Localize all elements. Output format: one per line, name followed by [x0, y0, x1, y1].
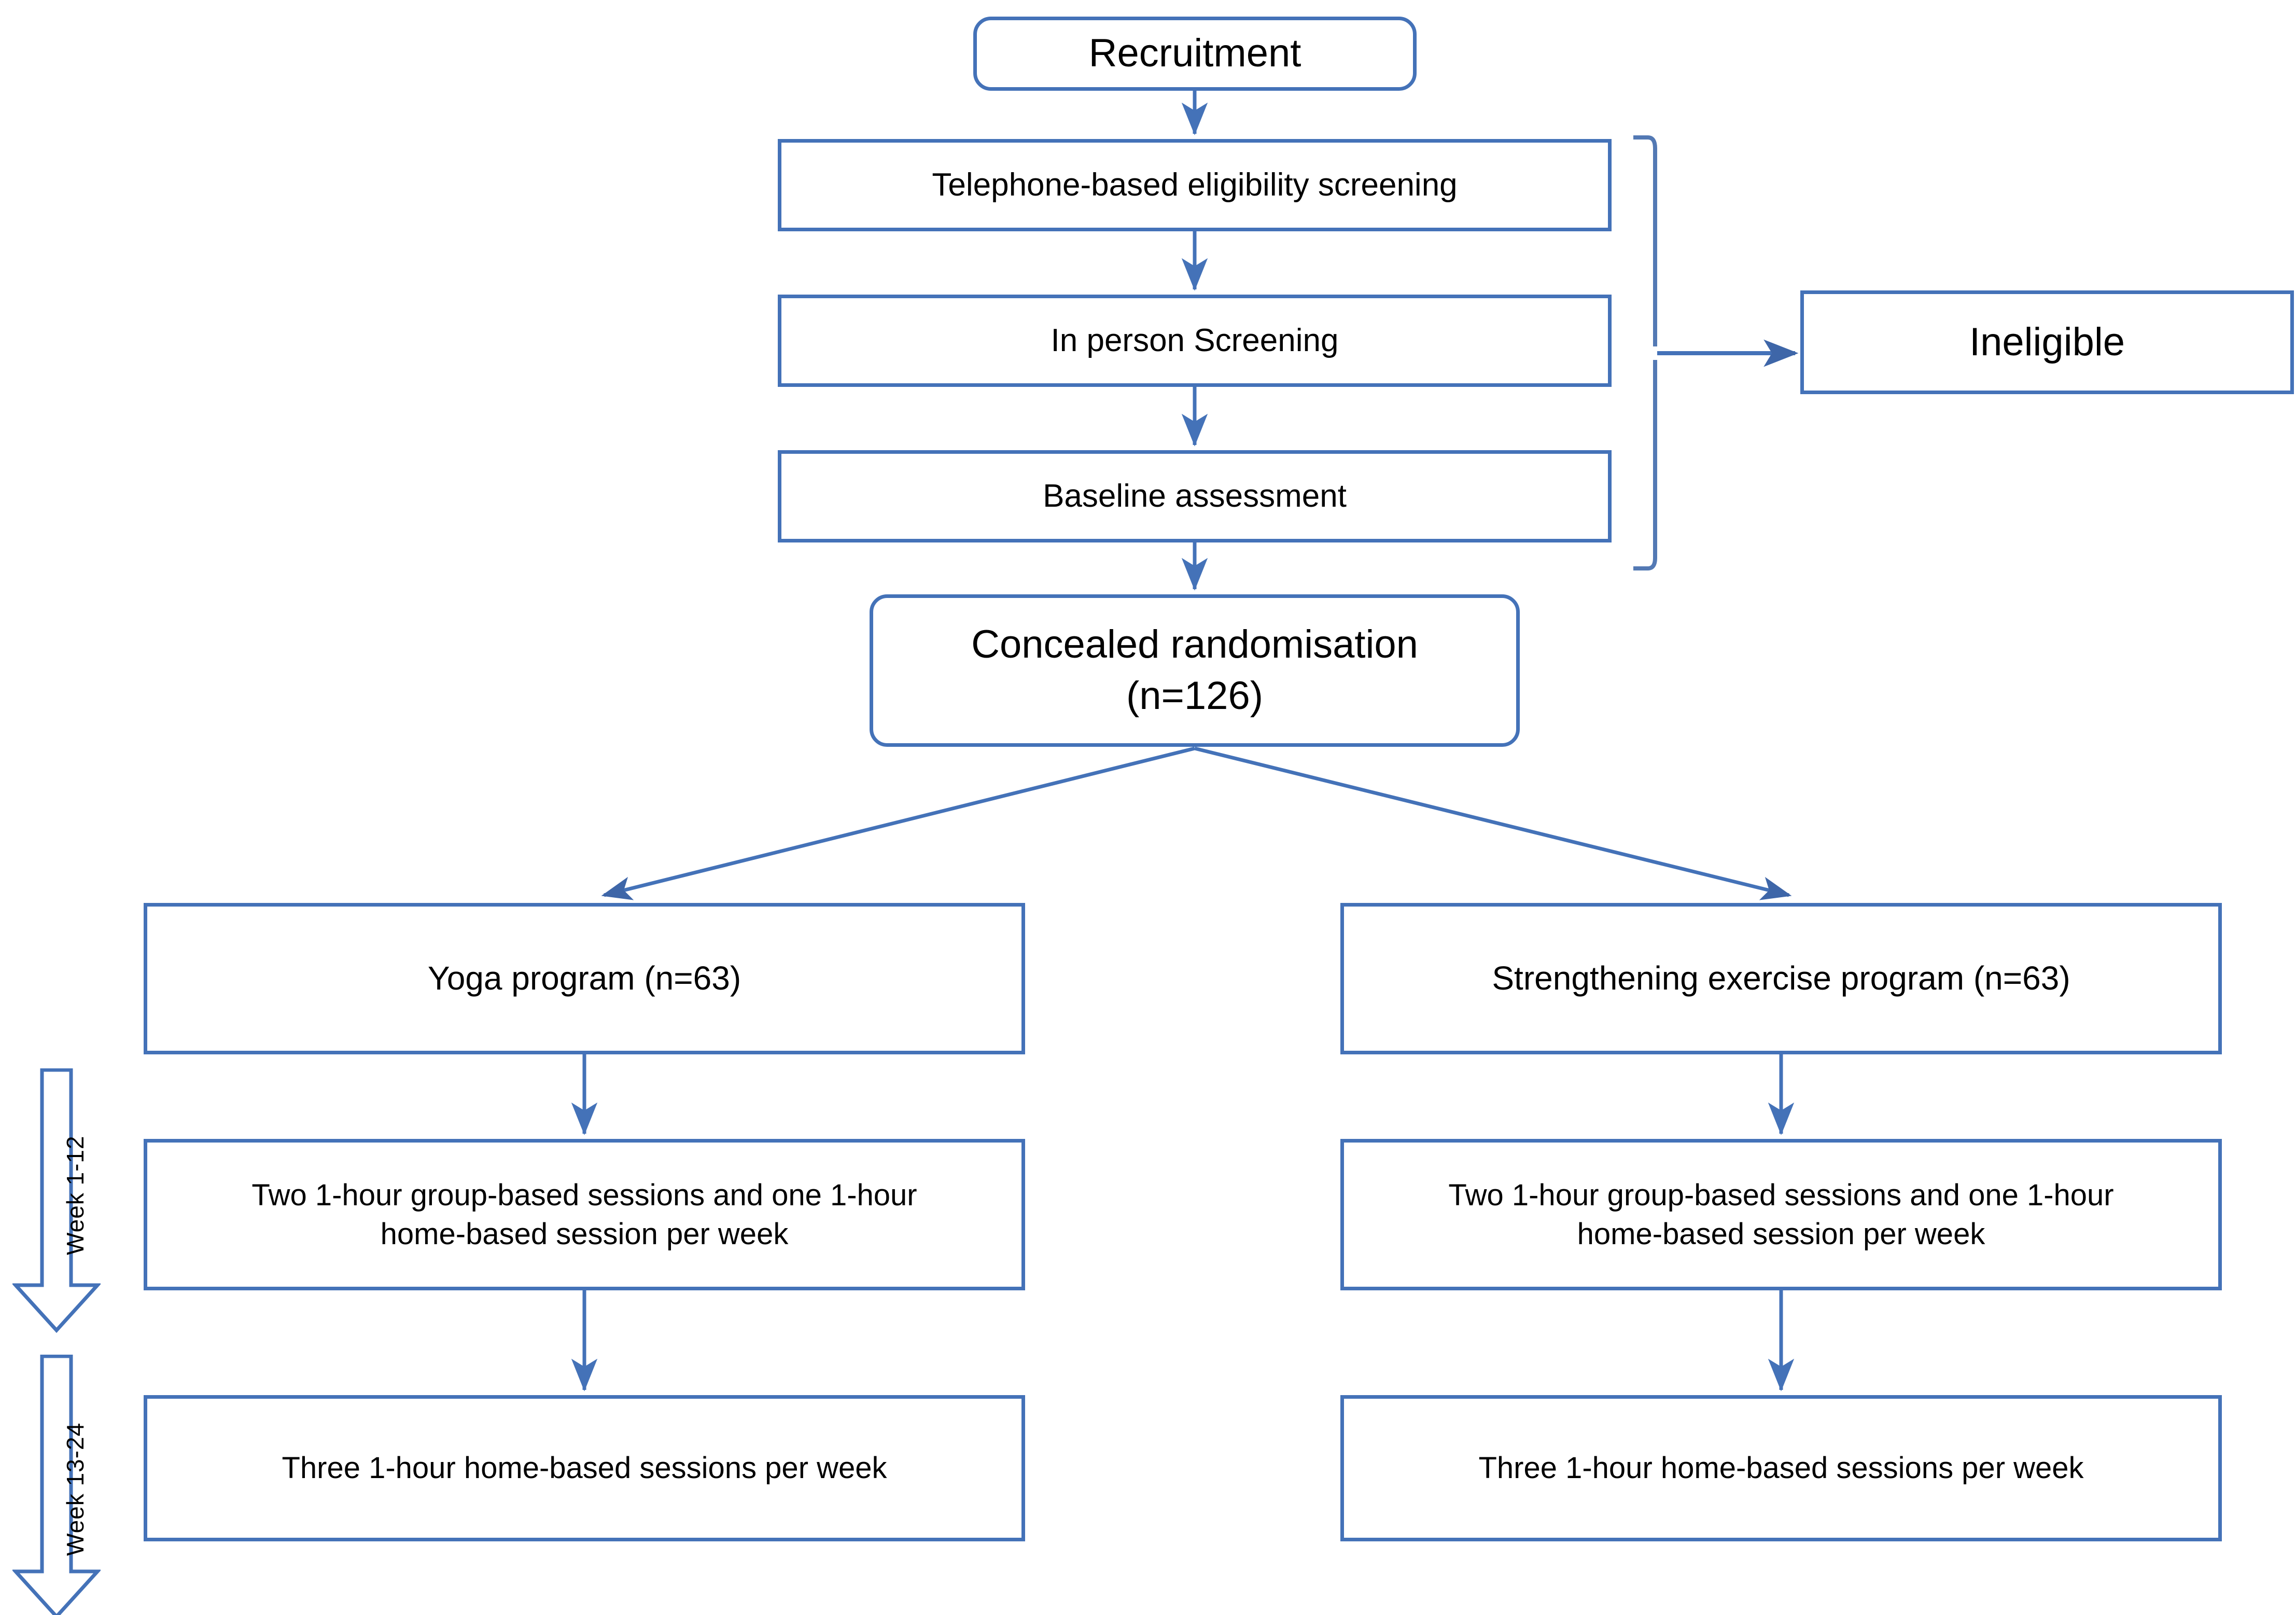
node-randomisation-line1: Concealed randomisation: [971, 622, 1418, 667]
node-baseline-assessment[interactable]: Baseline assessment: [778, 450, 1612, 542]
node-randomisation-text: Concealed randomisation (n=126): [888, 619, 1502, 722]
node-yoga-phase1[interactable]: Two 1-hour group-based sessions and one …: [144, 1139, 1025, 1290]
node-strengthening-phase1-text: Two 1-hour group-based sessions and one …: [1359, 1176, 2204, 1254]
node-in-person-screening-label: In person Screening: [1051, 322, 1339, 358]
node-yoga-phase2[interactable]: Three 1-hour home-based sessions per wee…: [144, 1395, 1025, 1541]
connector-randomisation-to-yoga: [601, 746, 1195, 900]
week-band-1-label: Week 1-12: [62, 1135, 89, 1255]
node-strengthening-phase1-line1: Two 1-hour group-based sessions and one …: [1448, 1178, 2114, 1212]
node-strengthening-phase1-line2: home-based session per week: [1577, 1217, 1985, 1251]
node-strengthening-program[interactable]: Strengthening exercise program (n=63): [1340, 903, 2222, 1054]
week-band-2-label: Week 13-24: [62, 1422, 89, 1556]
node-strengthening-program-label: Strengthening exercise program (n=63): [1492, 959, 2070, 997]
connector-randomisation-to-strengthening: [1194, 746, 1792, 900]
node-yoga-program[interactable]: Yoga program (n=63): [144, 903, 1025, 1054]
node-yoga-phase1-line2: home-based session per week: [380, 1217, 789, 1251]
node-yoga-phase2-label: Three 1-hour home-based sessions per wee…: [282, 1451, 887, 1485]
node-recruitment[interactable]: Recruitment: [973, 17, 1417, 91]
screening-bracket: [1633, 135, 1657, 570]
node-strengthening-phase1[interactable]: Two 1-hour group-based sessions and one …: [1340, 1139, 2222, 1290]
week-band-2-arrow-icon: [12, 1355, 101, 1615]
node-baseline-assessment-label: Baseline assessment: [1043, 478, 1347, 514]
node-telephone-screening[interactable]: Telephone-based eligibility screening: [778, 139, 1612, 231]
node-recruitment-label: Recruitment: [1088, 31, 1301, 76]
node-strengthening-phase2-label: Three 1-hour home-based sessions per wee…: [1478, 1451, 2084, 1485]
node-yoga-phase1-line1: Two 1-hour group-based sessions and one …: [251, 1178, 917, 1212]
node-telephone-screening-label: Telephone-based eligibility screening: [932, 166, 1458, 203]
node-yoga-phase1-text: Two 1-hour group-based sessions and one …: [162, 1176, 1007, 1254]
node-yoga-program-label: Yoga program (n=63): [427, 959, 741, 997]
node-ineligible[interactable]: Ineligible: [1800, 290, 2294, 394]
node-strengthening-phase2[interactable]: Three 1-hour home-based sessions per wee…: [1340, 1395, 2222, 1541]
node-in-person-screening[interactable]: In person Screening: [778, 295, 1612, 387]
node-randomisation-line2: (n=126): [1126, 674, 1264, 718]
node-ineligible-label: Ineligible: [1969, 319, 2125, 364]
node-concealed-randomisation[interactable]: Concealed randomisation (n=126): [870, 594, 1520, 747]
week-band-1-arrow-icon: [12, 1068, 101, 1333]
